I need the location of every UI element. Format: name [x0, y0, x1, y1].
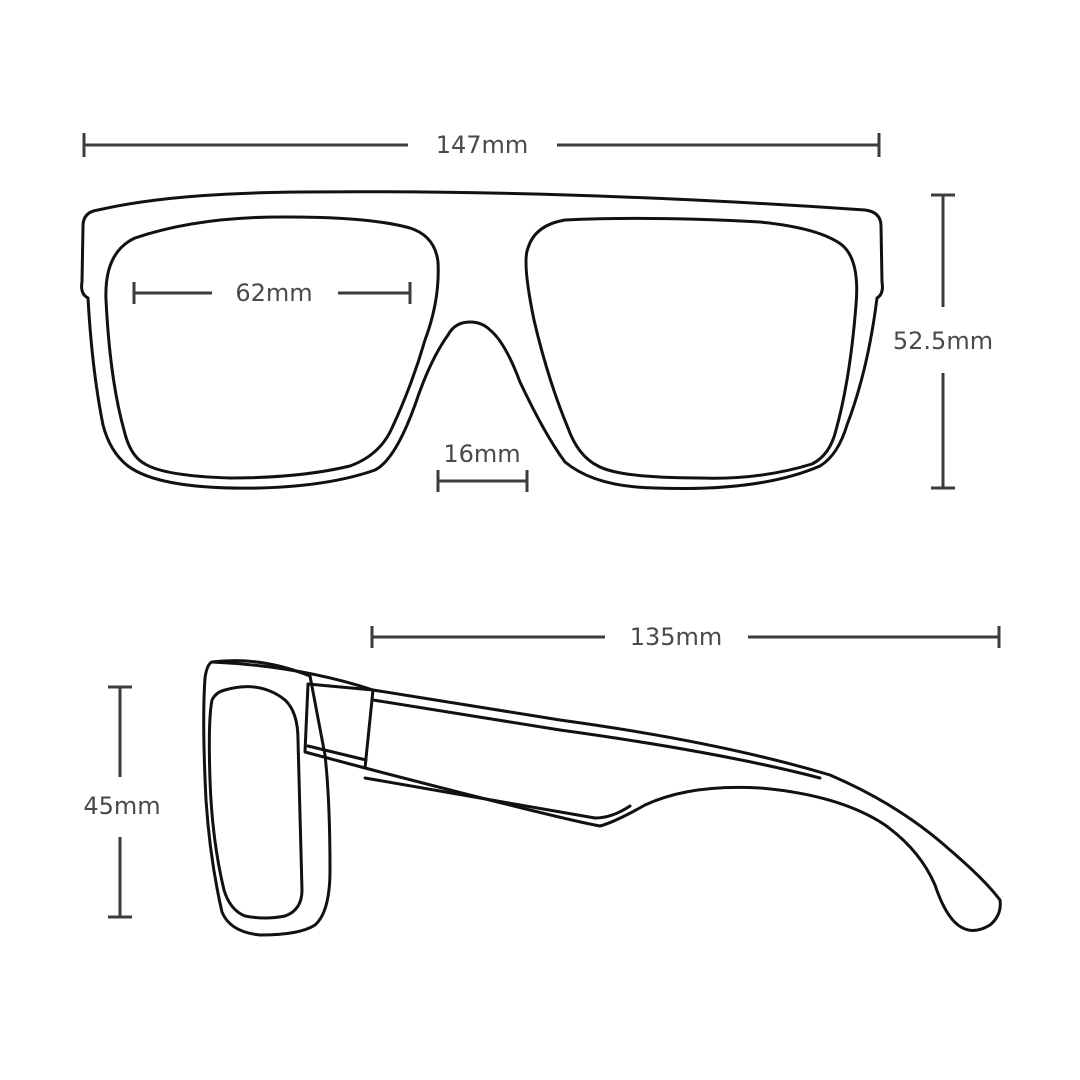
temple-length-label: 135mm: [630, 623, 723, 651]
frame-height-label: 52.5mm: [893, 327, 993, 355]
front-right-lens: [524, 216, 859, 480]
front-frame-outline: [80, 190, 884, 491]
side-hinge-seam: [306, 744, 368, 762]
side-temple-inner-line: [371, 698, 822, 780]
side-view: [202, 659, 1002, 937]
dimension-side-height: 45mm: [83, 685, 161, 919]
front-left-lens: [104, 215, 440, 480]
front-view: [80, 190, 884, 491]
dimension-temple-length: 135mm: [370, 623, 1001, 651]
lens-width-label: 62mm: [235, 279, 312, 307]
side-temple-lower-line: [363, 776, 632, 820]
dimension-frame-width: 147mm: [82, 131, 881, 159]
side-front-outline: [202, 659, 332, 937]
dimension-frame-height: 52.5mm: [893, 193, 993, 490]
side-lens: [207, 685, 304, 920]
dimension-bridge-width: 16mm: [436, 440, 529, 492]
dimension-lens-width: 62mm: [132, 279, 412, 307]
side-temple-arm: [210, 660, 1002, 932]
frame-width-label: 147mm: [436, 131, 529, 159]
bridge-width-label: 16mm: [443, 440, 520, 468]
side-height-label: 45mm: [83, 792, 160, 820]
